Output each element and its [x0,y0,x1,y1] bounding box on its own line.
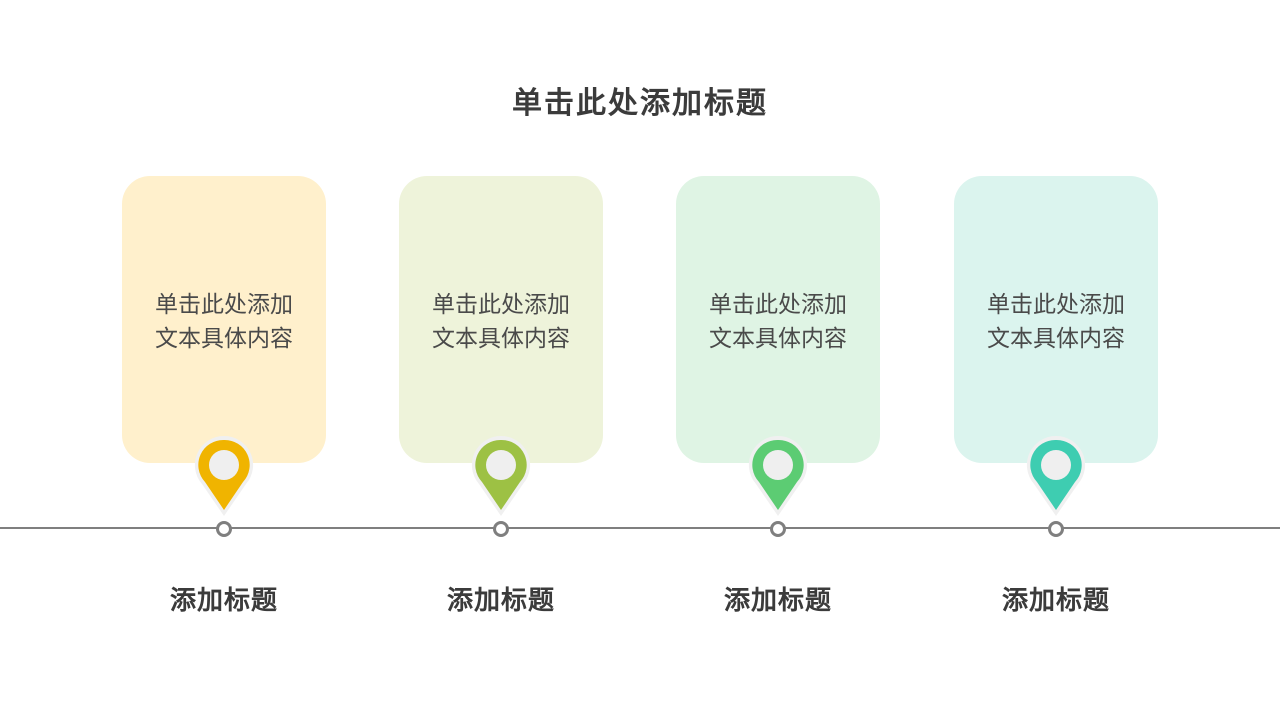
card-text: 单击此处添加 文本具体内容 [954,288,1158,356]
card-text-line: 单击此处添加 [709,292,847,318]
content-card[interactable]: 单击此处添加 文本具体内容 [676,176,880,463]
card-text-line: 单击此处添加 [987,292,1125,318]
card-text-line: 文本具体内容 [987,326,1125,352]
timeline-line [0,527,1280,529]
item-heading[interactable]: 添加标题 [446,586,555,616]
card-text: 单击此处添加 文本具体内容 [676,288,880,356]
timeline-dot [493,521,509,537]
map-pin-icon [471,435,531,516]
card-text-line: 单击此处添加 [432,292,570,318]
card-text-line: 文本具体内容 [709,326,847,352]
item-heading[interactable]: 添加标题 [169,586,278,616]
card-text: 单击此处添加 文本具体内容 [399,288,603,356]
card-text-line: 文本具体内容 [155,326,293,352]
map-pin-icon [748,435,808,516]
timeline-dot [216,521,232,537]
card-text-line: 文本具体内容 [432,326,570,352]
timeline-dot [1048,521,1064,537]
content-card[interactable]: 单击此处添加 文本具体内容 [122,176,326,463]
timeline-dot [770,521,786,537]
card-text-line: 单击此处添加 [155,292,293,318]
map-pin-icon [1026,435,1086,516]
item-heading[interactable]: 添加标题 [1001,586,1110,616]
content-card[interactable]: 单击此处添加 文本具体内容 [954,176,1158,463]
slide-title[interactable]: 单击此处添加标题 [512,86,768,121]
map-pin-icon [194,435,254,516]
card-text: 单击此处添加 文本具体内容 [122,288,326,356]
content-card[interactable]: 单击此处添加 文本具体内容 [399,176,603,463]
item-heading[interactable]: 添加标题 [723,586,832,616]
